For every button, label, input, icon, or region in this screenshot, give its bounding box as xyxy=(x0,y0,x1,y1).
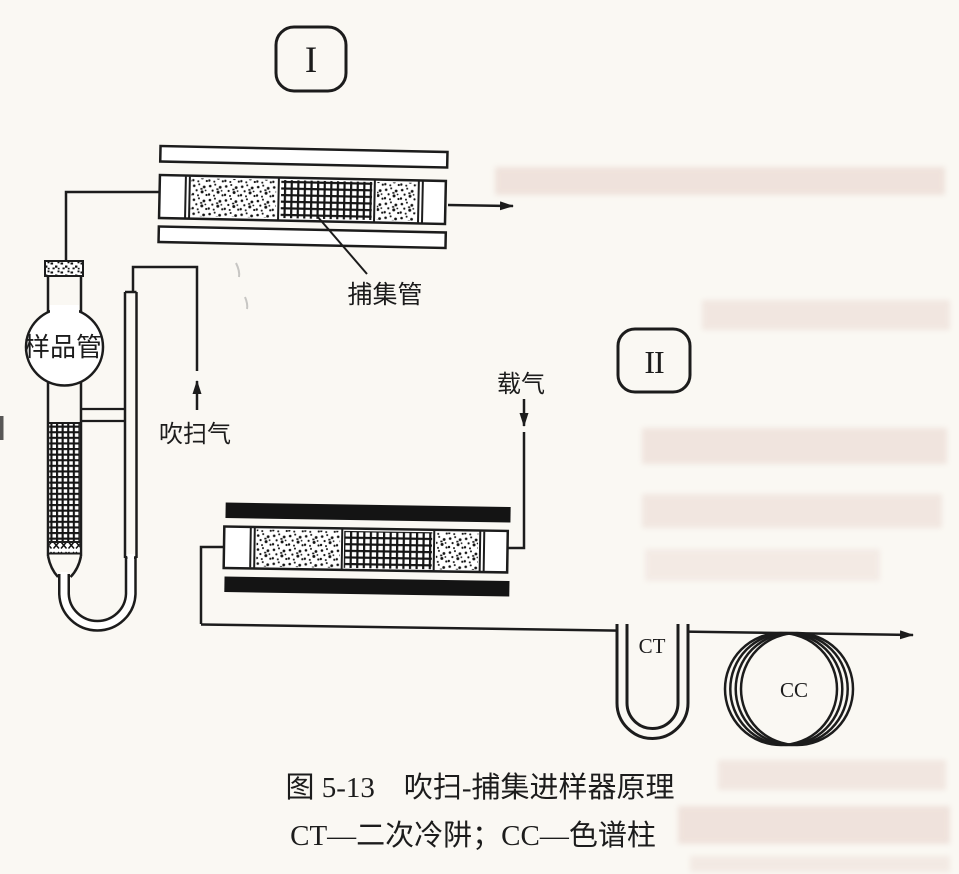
figure-caption: 图 5-13 吹扫-捕集进样器原理 xyxy=(285,771,674,804)
sample-tube-stopper xyxy=(44,260,84,277)
sample-to-trap-line xyxy=(64,190,160,262)
trap2-sorbent-middle xyxy=(343,530,433,570)
sample-tube-walls xyxy=(46,276,83,556)
sample-tube-label: 样品管 xyxy=(24,333,102,362)
column-label: CC xyxy=(780,678,808,702)
trap2-outlet-pipe xyxy=(199,545,224,624)
stage-one-label: I xyxy=(305,40,317,81)
sample-tube: 样品管 xyxy=(24,260,137,632)
heater-bar-top-2 xyxy=(225,502,511,523)
trap2-sorbent-right xyxy=(435,532,479,570)
trap-tube-2 xyxy=(222,525,510,574)
carrier-gas-label: 载气 xyxy=(497,371,545,398)
purge-inlet-tube: 吹扫气 xyxy=(81,265,231,559)
purge-gas-label: 吹扫气 xyxy=(159,421,231,448)
cold-trap-label: CT xyxy=(639,634,666,658)
trap1-outlet-arrow xyxy=(447,201,514,211)
trap-tube-1 xyxy=(157,173,448,226)
trap1-sorbent-right xyxy=(376,182,417,221)
trap2-sorbent-left xyxy=(256,529,341,568)
cold-trap-u-tube: CT xyxy=(615,624,690,740)
carrier-gas-inlet: 载气 xyxy=(497,371,545,550)
frit-x-row xyxy=(49,543,80,553)
stage-two-label: II xyxy=(644,344,664,380)
page-edge-artifact xyxy=(0,416,4,440)
heater-bar-bottom-2 xyxy=(224,576,510,597)
trap1-dividers xyxy=(184,176,424,223)
u-bend-tube xyxy=(58,554,137,632)
trap1-sorbent-middle xyxy=(280,180,373,220)
sample-tube-packing xyxy=(48,422,81,555)
figure-legend: CT—二次冷阱；CC—色谱柱 xyxy=(290,819,656,852)
stage-one-badge: I xyxy=(274,25,348,93)
sample-tube-taper xyxy=(46,555,83,578)
trap-tube-label: 捕集管 xyxy=(347,281,422,309)
side-arm-connector xyxy=(81,407,125,423)
trap1-sorbent-left xyxy=(190,178,277,218)
trap-assembly-1 xyxy=(157,144,449,250)
pen-mark-artifact xyxy=(235,262,249,310)
trap-assembly-2 xyxy=(222,502,511,597)
page-bleedthrough-artifacts xyxy=(0,167,950,872)
trap2-dividers xyxy=(249,527,486,572)
heater-bar-top-1 xyxy=(158,144,449,169)
heater-bar-bottom-1 xyxy=(157,225,448,250)
stage-two-badge: II xyxy=(616,327,692,394)
column-coil: CC xyxy=(723,631,855,747)
carrier-gas-pipe xyxy=(507,432,526,550)
trap-tube-leader-line xyxy=(316,215,368,275)
purge-gas-pipe xyxy=(131,265,199,371)
